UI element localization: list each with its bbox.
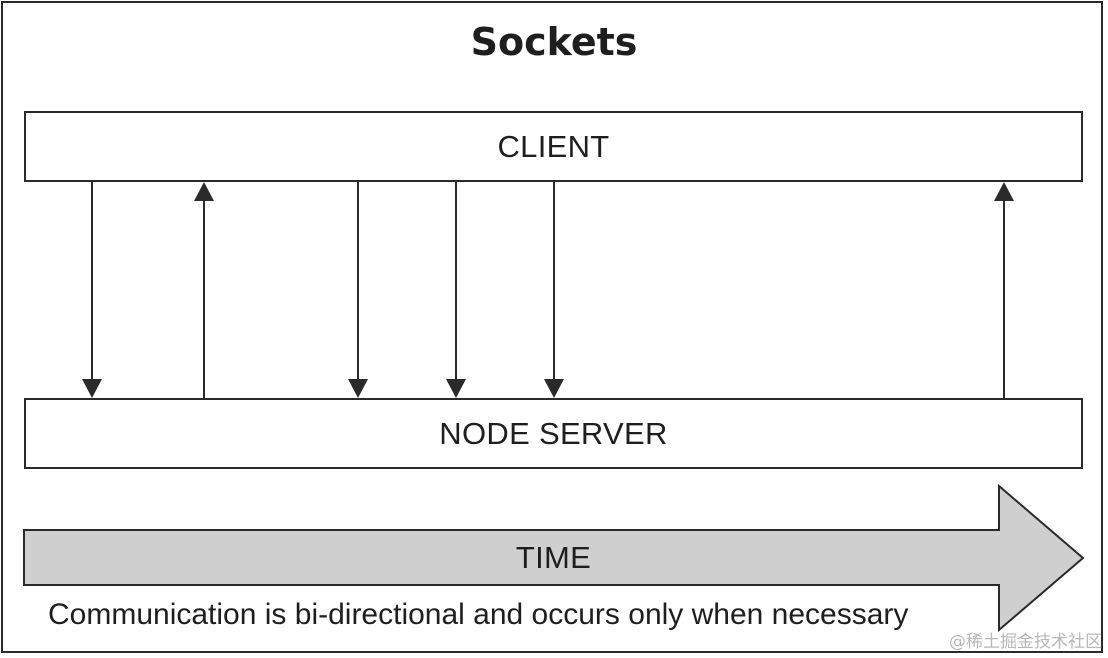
arrow-server-to-client [994,182,1014,398]
arrow-client-to-server [82,182,102,398]
diagram-title: Sockets [470,20,638,64]
client-box: CLIENT [24,111,1083,182]
time-arrow [23,483,1085,633]
caption-text: Communication is bi-directional and occu… [48,598,909,631]
arrow-client-to-server [544,182,564,398]
client-label: CLIENT [497,128,610,164]
arrow-client-to-server [348,182,368,398]
arrow-server-to-client [194,182,214,398]
time-label: TIME [515,540,592,575]
node-server-label: NODE SERVER [439,415,668,451]
arrow-client-to-server [446,182,466,398]
node-server-box: NODE SERVER [24,398,1083,469]
watermark: @稀土掘金技术社区 [949,632,1102,652]
